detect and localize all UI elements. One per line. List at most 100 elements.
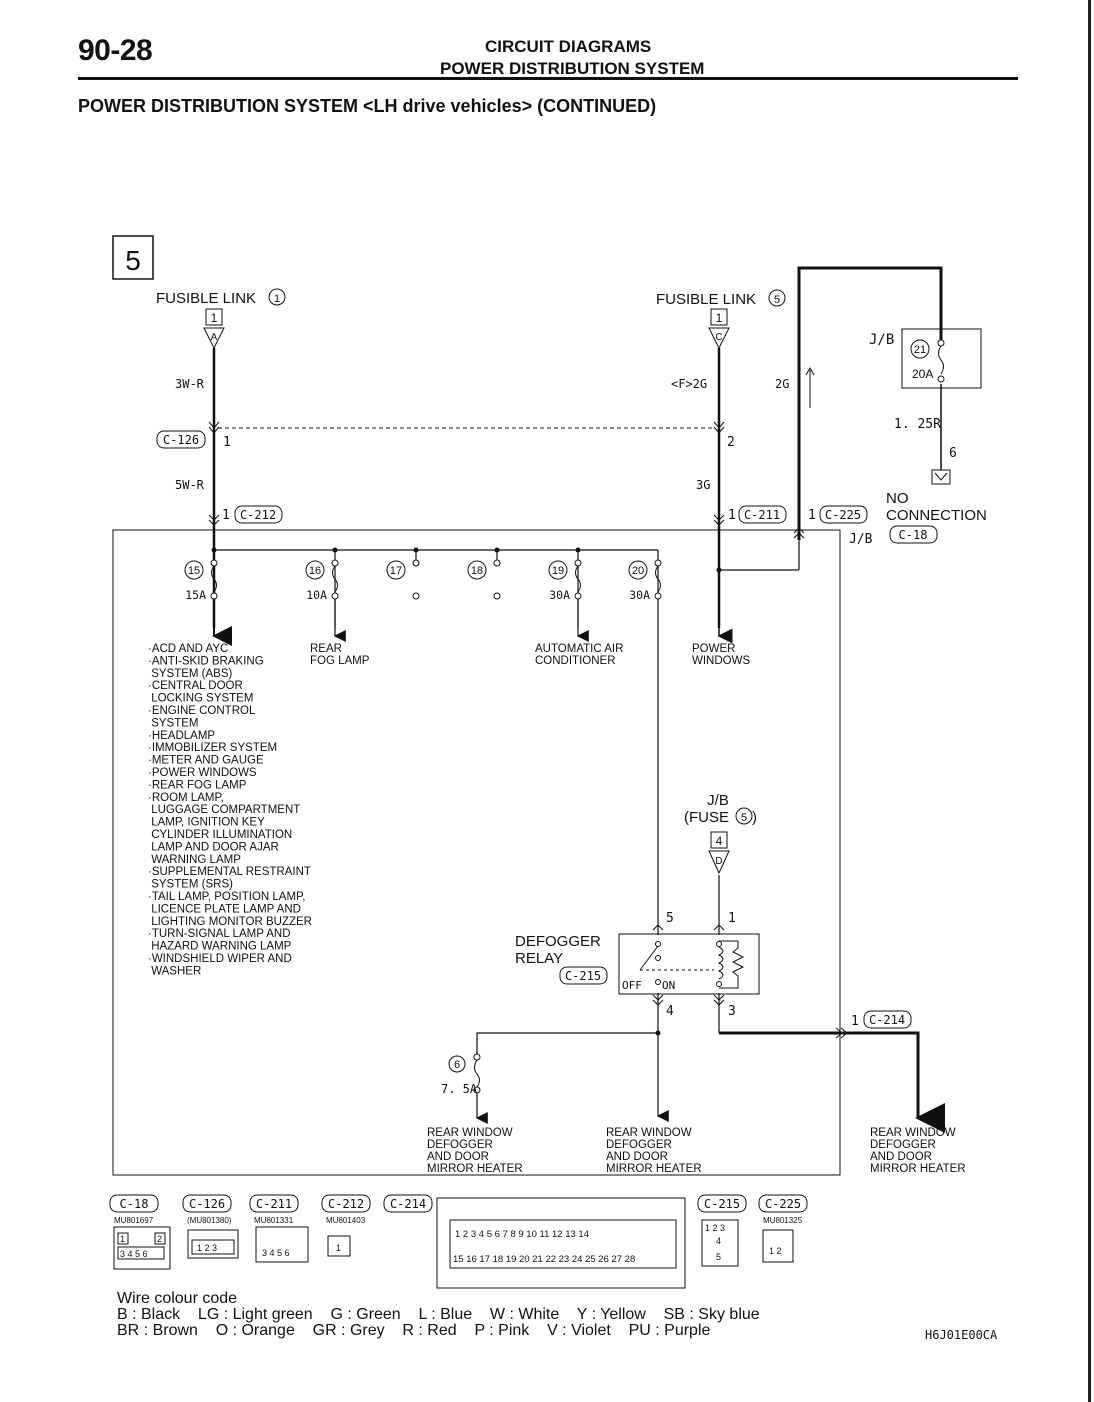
svg-text:3W-R: 3W-R bbox=[175, 377, 205, 391]
svg-text:20A: 20A bbox=[912, 367, 933, 381]
svg-text:5W-R: 5W-R bbox=[175, 478, 205, 492]
load-line: ·METER AND GAUGE bbox=[148, 755, 264, 767]
load-line: SYSTEM (ABS) bbox=[148, 668, 233, 680]
legend-line-2: BR : Brown O : Orange GR : Grey R : Red … bbox=[117, 1322, 711, 1339]
svg-text:15 16 17 18 19 20 21 22 23 24: 15 16 17 18 19 20 21 22 23 24 25 26 27 2… bbox=[453, 1254, 635, 1265]
svg-text:C-126: C-126 bbox=[163, 433, 199, 447]
load-line: ·HEADLAMP bbox=[148, 730, 215, 742]
svg-text:3: 3 bbox=[728, 1004, 736, 1019]
fuse-number: 20 bbox=[632, 565, 644, 577]
svg-text:1: 1 bbox=[223, 435, 231, 450]
svg-text:5: 5 bbox=[741, 812, 747, 824]
jb-fuse-21: J/B 21 20A 6 NO CONNECTION bbox=[869, 328, 987, 524]
svg-text:C-225: C-225 bbox=[765, 1197, 801, 1211]
connector-c214-label: 1 C-214 bbox=[851, 1010, 912, 1029]
wire-labels: 3W-R <F>2G 2G 5W-R 3G 1. 25R bbox=[175, 377, 941, 492]
svg-text:4: 4 bbox=[666, 1004, 674, 1019]
fuse-number: 17 bbox=[390, 565, 402, 577]
load-line: ·CENTRAL DOOR bbox=[148, 680, 243, 692]
svg-text:5: 5 bbox=[774, 294, 780, 306]
svg-text:5: 5 bbox=[125, 245, 141, 276]
loads-fuse-15: ·ACD AND AYC·ANTI-SKID BRAKING SYSTEM (A… bbox=[148, 643, 312, 977]
svg-text:C-18: C-18 bbox=[120, 1197, 149, 1211]
svg-text:1: 1 bbox=[716, 311, 723, 325]
svg-text:C-214: C-214 bbox=[390, 1197, 426, 1211]
load-line: ·ANTI-SKID BRAKING bbox=[148, 655, 264, 667]
load-line: LIGHTING MONITOR BUZZER bbox=[148, 916, 312, 928]
svg-text:C-215: C-215 bbox=[565, 969, 601, 983]
no-connection-label: NO CONNECTION bbox=[886, 490, 987, 524]
load-line: SYSTEM (SRS) bbox=[148, 879, 233, 891]
junction-block-outline bbox=[112, 529, 841, 1176]
svg-text:A: A bbox=[211, 332, 218, 343]
wires bbox=[212, 266, 945, 1133]
svg-text:MU801331: MU801331 bbox=[254, 1216, 294, 1225]
load-line: WARNING LAMP bbox=[148, 854, 241, 866]
svg-text:1: 1 bbox=[728, 911, 736, 926]
load-line: ·IMMOBILIZER SYSTEM bbox=[148, 742, 277, 754]
svg-text:4: 4 bbox=[716, 834, 723, 848]
svg-text:C-212: C-212 bbox=[328, 1197, 364, 1211]
load-line: ·SUPPLEMENTAL RESTRAINT bbox=[148, 866, 311, 878]
svg-text:2G: 2G bbox=[775, 377, 789, 391]
load-line: ·TAIL LAMP, POSITION LAMP, bbox=[148, 891, 305, 903]
svg-text:<F>2G: <F>2G bbox=[671, 377, 707, 391]
fuse-rating: 10A bbox=[306, 588, 327, 602]
fuse-18: 18 bbox=[467, 559, 501, 600]
load-line: ·TURN-SIGNAL LAMP AND bbox=[148, 928, 291, 940]
svg-text:1: 1 bbox=[274, 293, 280, 305]
header-title: CIRCUIT DIAGRAMS bbox=[485, 37, 652, 56]
svg-text:6: 6 bbox=[454, 1059, 460, 1071]
svg-text:C-211: C-211 bbox=[744, 508, 780, 522]
svg-text:5: 5 bbox=[666, 911, 674, 926]
svg-text:1 2: 1 2 bbox=[769, 1246, 782, 1256]
svg-text:MU801403: MU801403 bbox=[326, 1216, 366, 1225]
svg-text:1 2 3 4 5 6 7 8 9 10 1: 1 2 3 4 5 6 7 8 9 10 11 12 13 14 bbox=[455, 1229, 589, 1240]
svg-text:J/B: J/B bbox=[849, 532, 873, 547]
svg-text:D: D bbox=[715, 856, 722, 867]
svg-text:FUSIBLE LINK: FUSIBLE LINK bbox=[656, 291, 756, 308]
svg-text:5: 5 bbox=[716, 1252, 721, 1262]
svg-text:1: 1 bbox=[808, 508, 816, 523]
jb-fuse-5-feed: J/B (FUSE 5 ) 4 D bbox=[684, 792, 757, 875]
svg-text:21: 21 bbox=[914, 344, 926, 356]
load-line: LOCKING SYSTEM bbox=[148, 693, 253, 705]
svg-text:C-18: C-18 bbox=[899, 528, 928, 542]
svg-text:4: 4 bbox=[716, 1236, 721, 1246]
legend-title: Wire colour code bbox=[117, 1290, 238, 1307]
connector-labels-jb: 1 C-212 1 C-211 1 C-225 J/B C-18 bbox=[222, 505, 938, 547]
load-line: LUGGAGE COMPARTMENT bbox=[148, 804, 300, 816]
svg-text:1: 1 bbox=[222, 508, 230, 523]
header-rule bbox=[78, 77, 1018, 80]
svg-text:1 2 3: 1 2 3 bbox=[197, 1243, 217, 1253]
svg-text:6: 6 bbox=[949, 446, 957, 461]
header-subtitle: POWER DISTRIBUTION SYSTEM bbox=[440, 59, 705, 78]
page-edge bbox=[1088, 0, 1091, 1402]
svg-text:C-215: C-215 bbox=[704, 1197, 740, 1211]
svg-text:C-214: C-214 bbox=[869, 1013, 905, 1027]
no-connection-line2: CONNECTION bbox=[886, 507, 987, 524]
svg-text:C-225: C-225 bbox=[825, 508, 861, 522]
svg-text:2: 2 bbox=[727, 435, 735, 450]
svg-text:(FUSE: (FUSE bbox=[684, 809, 729, 826]
svg-text:7. 5A: 7. 5A bbox=[441, 1082, 478, 1096]
page-box: 5 bbox=[112, 235, 154, 280]
svg-text:2: 2 bbox=[157, 1234, 162, 1244]
fuse-rating: 30A bbox=[549, 588, 570, 602]
load-line: WASHER bbox=[148, 965, 201, 977]
figure-code: H6J01E00CA bbox=[925, 1328, 998, 1342]
load-line: HAZARD WARNING LAMP bbox=[148, 941, 292, 953]
load-line: LAMP AND DOOR AJAR bbox=[148, 841, 279, 853]
connector-chevrons bbox=[208, 421, 848, 1039]
svg-text:C-126: C-126 bbox=[189, 1197, 225, 1211]
svg-text:ON: ON bbox=[662, 979, 675, 992]
svg-text:1: 1 bbox=[728, 508, 736, 523]
no-connection-line1: NO bbox=[886, 490, 909, 507]
fusible-link-1: FUSIBLE LINK 1 1 A bbox=[156, 288, 286, 350]
